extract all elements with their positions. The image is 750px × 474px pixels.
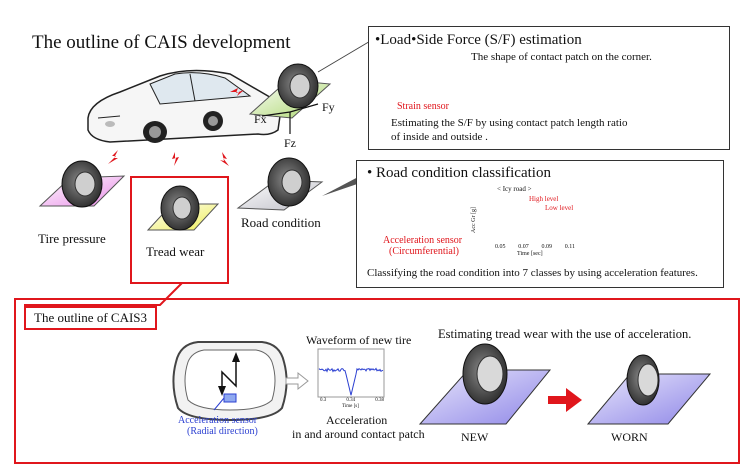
icy-chart-xticks: 0.05 0.07 0.09 0.11 [495,244,575,250]
icy-chart-xtick: 0.11 [564,244,575,250]
axis-label-fy: Fy [322,100,335,114]
road-sensor-label-1: Acceleration sensor [383,235,463,246]
signal-mark-road [220,152,229,166]
accel-line1: Acceleration [326,413,388,427]
road-desc: Classifying the road condition into 7 cl… [367,267,698,279]
new-tire-figure [418,343,552,425]
waveform-xtick: 0.34 [346,398,356,403]
worn-label: WORN [611,430,648,444]
waveform-xtick: 0.3 [320,398,327,403]
arrow-hollow-2 [285,371,309,391]
tread-wear-figure [146,185,220,231]
cais3-estimating: Estimating tread wear with the use of ac… [438,327,692,341]
new-tire-waveform-chart [317,348,385,398]
contact-patch-note: The shape of contact patch on the corner… [471,51,652,63]
waveform-xticks: 0.3 0.34 0.38 [320,398,384,403]
road-sensor-label-2: (Circumferential) [389,246,459,257]
road-condition-figure [236,157,324,211]
icy-chart-ylabel: Acc Gr [g] [471,207,477,233]
road-condition-panel: • Road condition classification Accelera… [356,160,724,288]
car-illustration [87,69,281,143]
load-desc-line2: of inside and outside . [391,131,488,143]
cais3-panel [14,298,740,464]
cais3-sensor-label-1: Acceleration sensor [178,415,258,426]
icy-chart-title: < Icy road > [497,185,532,193]
strain-sensor-label: Strain sensor [397,101,449,112]
icy-chart-xtick: 0.05 [495,244,506,250]
icy-chart-low: Low level [545,204,574,212]
tread-wear-highlight-box [130,176,229,284]
icy-chart-xtick: 0.07 [518,244,529,250]
tire-pressure-label: Tire pressure [38,231,106,246]
signal-marks [108,88,244,166]
force-axes-tire [248,63,332,134]
icy-chart-xtick: 0.09 [541,244,552,250]
icy-chart-high: High level [529,195,559,203]
page-title: The outline of CAIS development [32,32,291,53]
axis-label-fz: Fz [284,136,296,150]
waveform-xtick: 0.38 [375,398,384,403]
connector-road [322,176,366,196]
load-panel-header: •Load•Side Force (S/F) estimation [375,32,582,48]
connector-cais3 [24,282,183,306]
accel-line2: in and around contact patch [292,427,425,441]
tire-pressure-figure [38,160,126,208]
cais3-header: The outline of CAIS3 [24,306,158,330]
axis-label-fx: Fx [254,112,267,126]
load-desc-line1: Estimating the S/F by using contact patc… [391,117,628,129]
road-panel-header: • Road condition classification [367,165,551,181]
connector-load [317,39,373,73]
load-side-force-panel: •Load•Side Force (S/F) estimation The sh… [368,26,730,150]
signal-mark-tread [172,152,179,166]
road-condition-label: Road condition [241,215,321,230]
new-label: NEW [461,430,489,444]
radial-sensor-figure [172,341,288,422]
signal-mark-load [230,88,244,96]
red-arrow [548,388,582,412]
worn-tire-figure [586,354,712,425]
icy-chart-xlabel: Time [sec] [517,251,543,257]
signal-mark-pressure [108,150,118,164]
cais3-sensor-label-2: (Radial direction) [187,426,258,437]
tread-wear-label: Tread wear [146,244,205,259]
waveform-xlabel: Time [s] [342,404,359,409]
waveform-title: Waveform of new tire [306,333,412,347]
